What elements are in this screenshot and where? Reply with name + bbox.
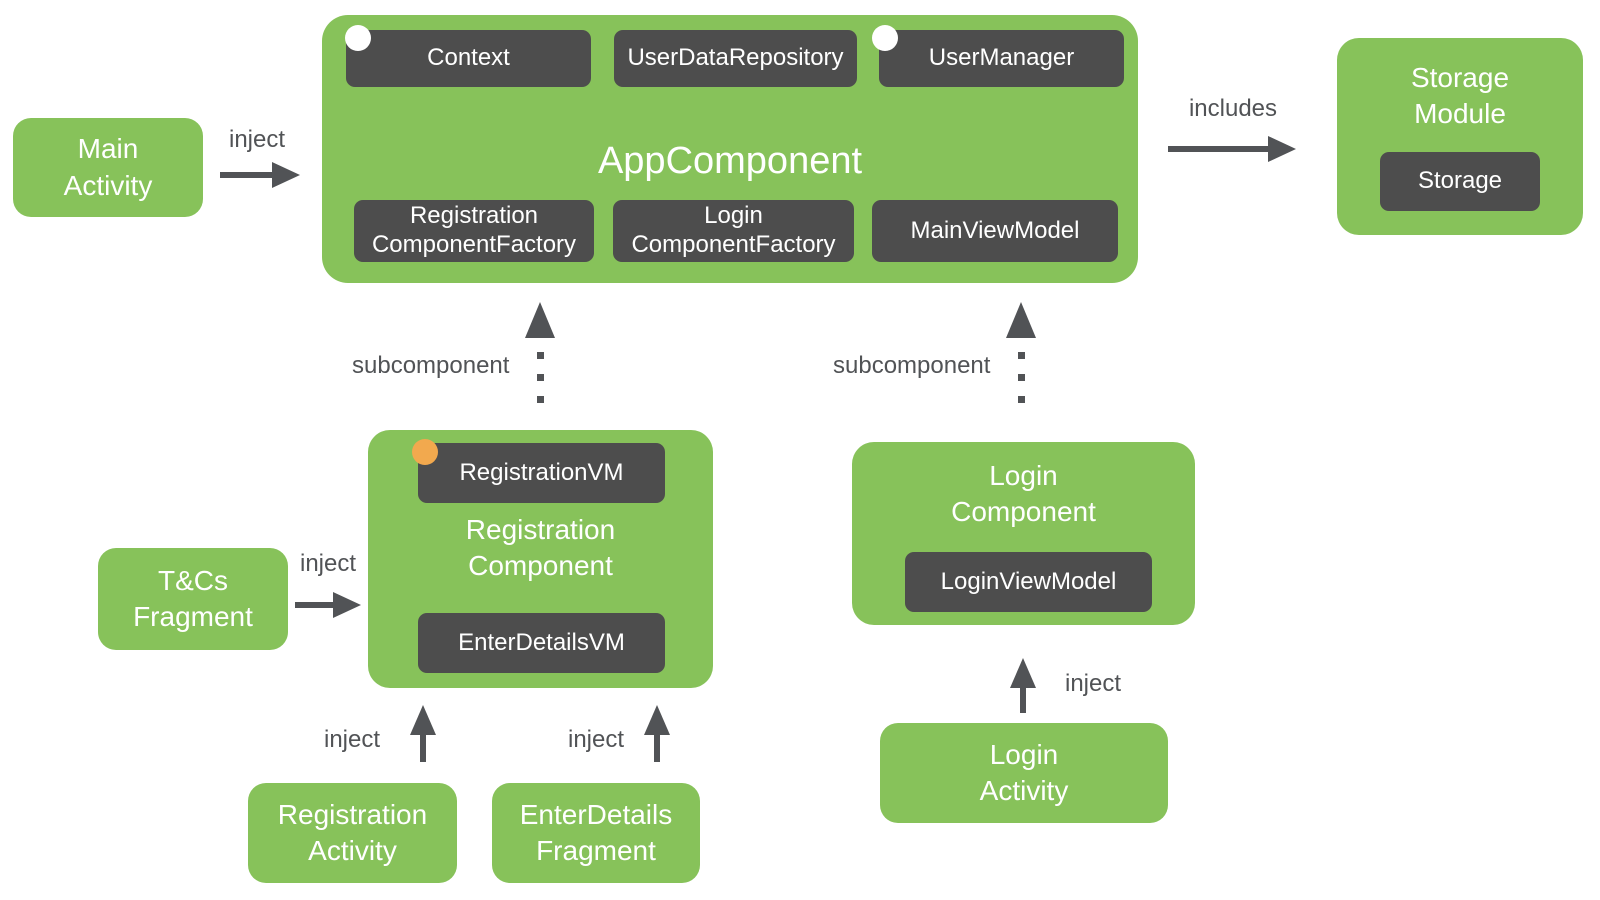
registration-component-node: RegistrationVM Registration Component En… — [368, 430, 713, 688]
subcomponent-arrow-registration-head — [525, 302, 555, 338]
subcomponent-arrow-registration-dot — [537, 352, 544, 359]
scope-dot-user-manager — [872, 25, 898, 51]
includes-label: includes — [1188, 95, 1278, 122]
inject-arrow-main-activity-line — [220, 172, 272, 178]
includes-arrow-line — [1168, 146, 1268, 152]
main-view-model-box: MainViewModel — [872, 200, 1118, 262]
scope-dot-context — [345, 25, 371, 51]
inject-label-enter-details-fragment: inject — [567, 726, 625, 753]
inject-arrow-main-activity-head — [272, 162, 300, 188]
inject-arrow-enter-details-fragment-head — [644, 705, 670, 735]
registration-component-factory-box: Registration ComponentFactory — [354, 200, 594, 262]
subcomponent-arrow-registration-dot — [537, 396, 544, 403]
subcomponent-label-registration: subcomponent — [352, 352, 510, 379]
scope-dot-registration-vm — [412, 439, 438, 465]
inject-arrow-tcs-fragment-line — [295, 602, 333, 608]
storage-module-node: Storage Module Storage — [1337, 38, 1583, 235]
main-activity-node: Main Activity — [13, 118, 203, 217]
inject-label-registration-activity: inject — [323, 726, 381, 753]
inject-arrow-registration-activity-line — [420, 732, 426, 762]
login-component-node: Login Component LoginViewModel — [852, 442, 1195, 625]
subcomponent-arrow-login-dot — [1018, 374, 1025, 381]
inject-label-login-activity: inject — [1064, 670, 1122, 697]
subcomponent-arrow-login-head — [1006, 302, 1036, 338]
login-activity-node: Login Activity — [880, 723, 1168, 823]
registration-component-title: Registration Component — [465, 514, 616, 582]
inject-label-main-activity: inject — [228, 126, 286, 153]
inject-arrow-registration-activity-head — [410, 705, 436, 735]
registration-activity-node: Registration Activity — [248, 783, 457, 883]
inject-arrow-login-activity-head — [1010, 658, 1036, 688]
includes-arrow-head — [1268, 136, 1296, 162]
subcomponent-arrow-login-dot — [1018, 396, 1025, 403]
inject-label-tcs-fragment: inject — [299, 550, 357, 577]
storage-box: Storage — [1380, 152, 1540, 211]
subcomponent-arrow-login-dot — [1018, 352, 1025, 359]
subcomponent-label-login: subcomponent — [833, 352, 991, 379]
login-component-title: Login Component — [951, 460, 1096, 528]
tcs-fragment-node: T&Cs Fragment — [98, 548, 288, 650]
login-view-model-box: LoginViewModel — [905, 552, 1152, 612]
registration-vm-box: RegistrationVM — [418, 443, 665, 503]
storage-module-title: Storage Module — [1410, 62, 1510, 130]
inject-arrow-login-activity-line — [1020, 685, 1026, 713]
subcomponent-arrow-registration-dot — [537, 374, 544, 381]
inject-arrow-enter-details-fragment-line — [654, 732, 660, 762]
app-component-node: Context UserDataRepository UserManager A… — [322, 15, 1138, 283]
app-component-title: AppComponent — [597, 140, 863, 182]
user-data-repository-box: UserDataRepository — [614, 30, 857, 87]
enter-details-fragment-node: EnterDetails Fragment — [492, 783, 700, 883]
context-box: Context — [346, 30, 591, 87]
login-component-factory-box: Login ComponentFactory — [613, 200, 854, 262]
inject-arrow-tcs-fragment-head — [333, 592, 361, 618]
user-manager-box: UserManager — [879, 30, 1124, 87]
enter-details-vm-box: EnterDetailsVM — [418, 613, 665, 673]
